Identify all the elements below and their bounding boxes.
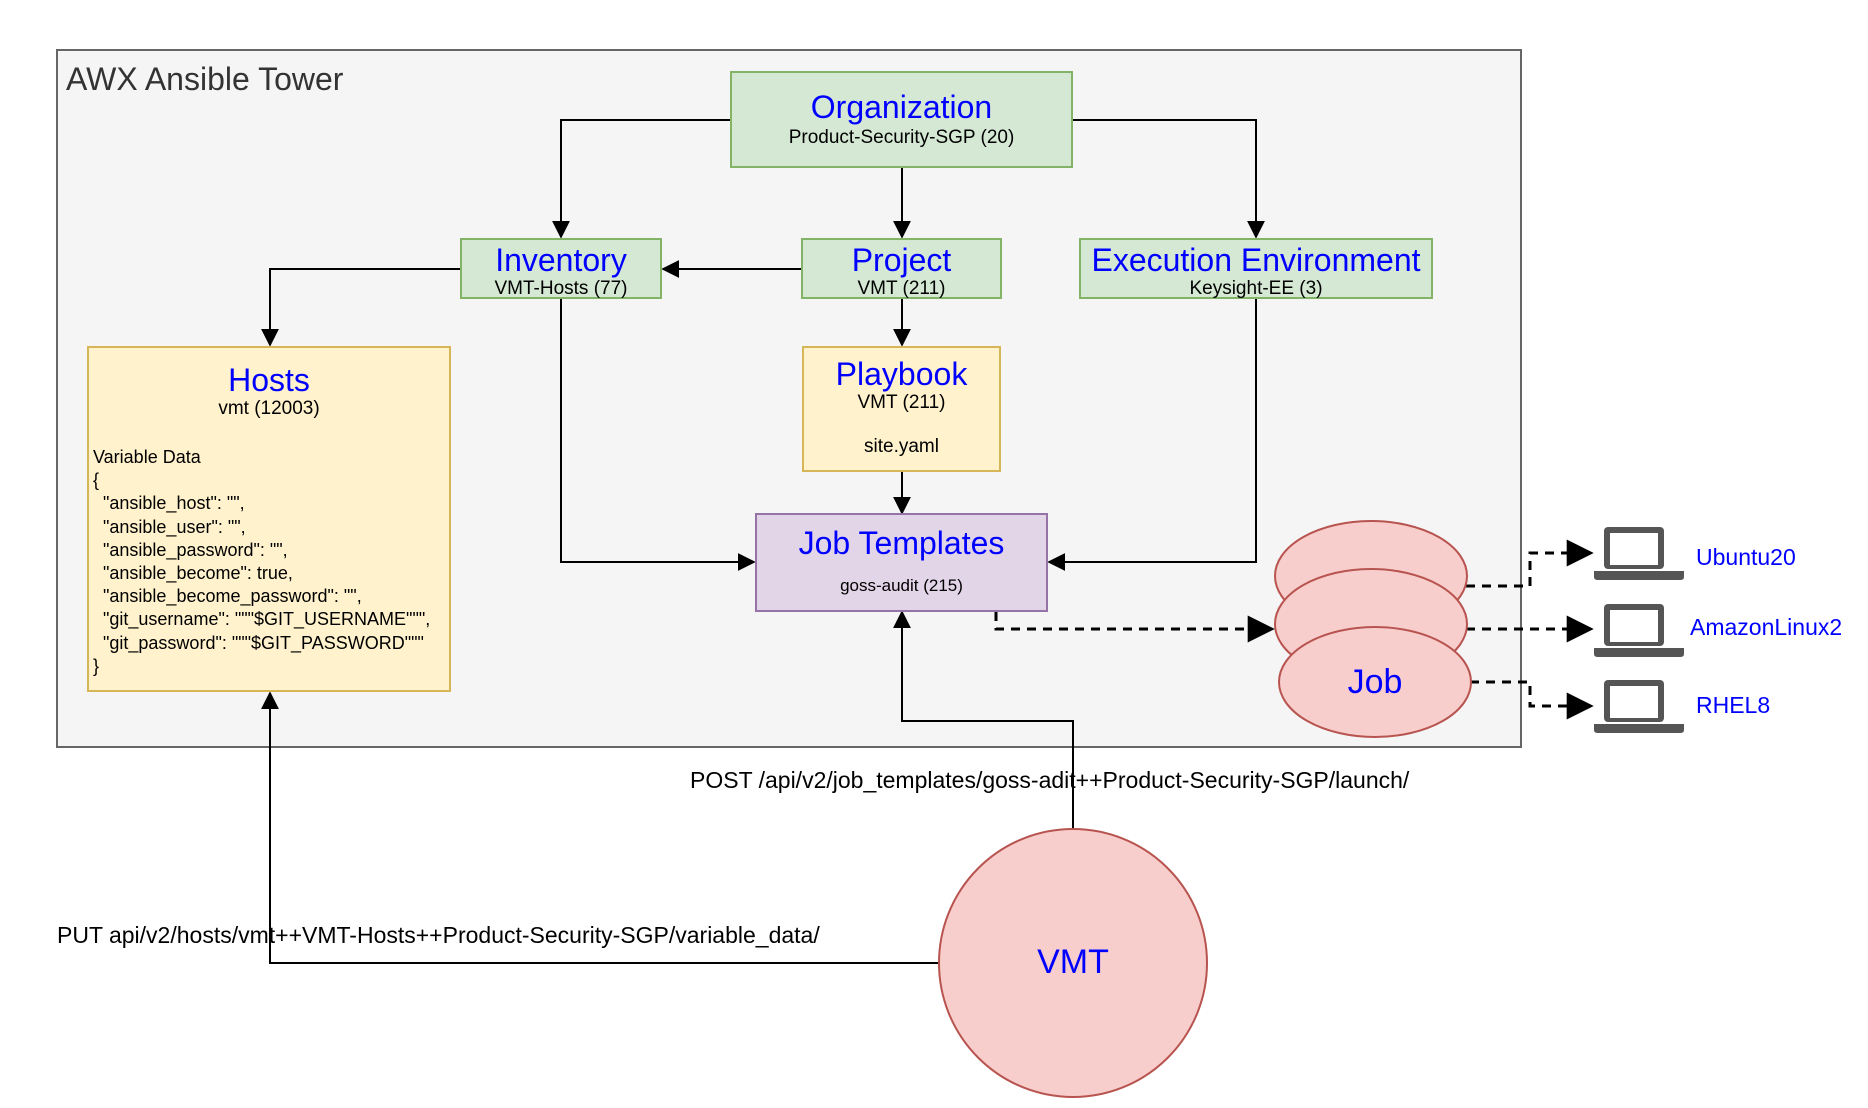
execution-environment-subtitle: Keysight-EE (3) — [1189, 278, 1323, 299]
job-ellipse-front — [1278, 626, 1472, 738]
vmt-circle — [938, 828, 1208, 1098]
playbook-node[interactable]: Playbook VMT (211) site.yaml — [802, 346, 1001, 472]
edge-job-rhel8 — [1470, 680, 1594, 720]
hosts-node[interactable]: Hosts vmt (12003) Variable Data { "ansib… — [87, 346, 451, 692]
hosts-variable-data: Variable Data { "ansible_host": "", "ans… — [93, 447, 431, 676]
project-subtitle: VMT (211) — [857, 278, 946, 299]
vmt-label: VMT — [1037, 943, 1109, 981]
laptop-icon-rhel8 — [1594, 680, 1684, 733]
organization-subtitle: Product-Security-SGP (20) — [788, 127, 1015, 148]
organization-node[interactable]: Organization Product-Security-SGP (20) — [730, 71, 1073, 168]
post-launch-label: POST /api/v2/job_templates/goss-adit++Pr… — [690, 767, 1410, 793]
organization-title: Organization — [810, 89, 993, 125]
job-label: Job — [1347, 663, 1403, 701]
target-label-ubuntu20: Ubuntu20 — [1696, 544, 1796, 570]
playbook-file: site.yaml — [864, 436, 939, 457]
execution-environment-title: Execution Environment — [1091, 242, 1421, 278]
job-stack — [1274, 520, 1472, 738]
target-label-rhel8: RHEL8 — [1696, 692, 1771, 718]
playbook-subtitle: VMT (211) — [857, 392, 946, 413]
inventory-title: Inventory — [495, 242, 627, 278]
edge-org-ee — [1072, 119, 1265, 239]
inventory-subtitle: VMT-Hosts (77) — [494, 278, 628, 299]
edge-job-ubuntu20 — [1466, 539, 1594, 588]
execution-environment-node[interactable]: Execution Environment Keysight-EE (3) — [1079, 238, 1433, 299]
edge-vmt-jobtemplates — [893, 610, 1074, 829]
edge-inventory-hosts — [261, 268, 460, 347]
laptop-icon-ubuntu20 — [1594, 527, 1684, 580]
put-variables-label: PUT api/v2/hosts/vmt++VMT-Hosts++Product… — [57, 922, 820, 948]
laptop-icon-amazonlinux2 — [1594, 604, 1684, 657]
hosts-title: Hosts — [228, 362, 310, 398]
job-templates-subtitle: goss-audit (215) — [840, 576, 963, 595]
edge-inventory-jobtemplates — [560, 299, 756, 571]
edge-ee-jobtemplates — [1047, 299, 1257, 571]
playbook-title: Playbook — [835, 356, 968, 392]
job-templates-node[interactable]: Job Templates goss-audit (215) — [755, 513, 1048, 612]
job-templates-title: Job Templates — [798, 525, 1005, 561]
inventory-node[interactable]: Inventory VMT-Hosts (77) — [460, 238, 662, 299]
edge-vmt-hosts — [261, 691, 940, 964]
project-title: Project — [851, 242, 952, 278]
hosts-subtitle: vmt (12003) — [218, 398, 320, 419]
container-title: AWX Ansible Tower — [66, 61, 344, 97]
edge-jobtemplates-job — [994, 612, 1275, 643]
target-label-amazonlinux2: AmazonLinux2 — [1690, 614, 1843, 640]
project-node[interactable]: Project VMT (211) — [801, 238, 1002, 299]
edge-org-inventory — [552, 119, 730, 239]
